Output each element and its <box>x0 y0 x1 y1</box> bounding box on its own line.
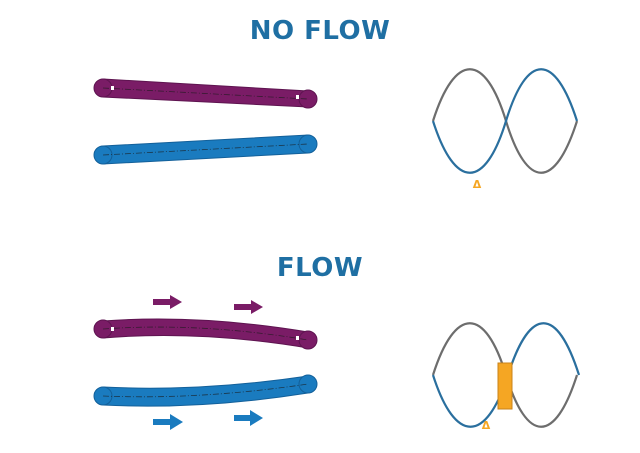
flow-bottom-tube-body <box>102 375 309 407</box>
flow-heading: FLOW <box>0 253 640 283</box>
flow-top-tube-right-pin <box>296 336 299 340</box>
flow-top-tube-left-pin <box>111 327 114 331</box>
no-flow-bottom-tube-right-end <box>298 134 318 154</box>
no-flow-bottom-tube <box>93 134 318 165</box>
no-flow-wave-plot: Δ <box>431 68 579 191</box>
no-flow-sensor-b-wave <box>431 68 579 174</box>
flow-top-tube-axis <box>102 326 309 341</box>
right-arrow-icon <box>234 410 263 426</box>
no-flow-bottom-tube-axis <box>102 143 309 156</box>
flow-top-tube-body <box>102 318 309 349</box>
no-flow-top-tube-left-pin <box>111 86 114 90</box>
no-flow-top-tube-axis <box>102 87 309 100</box>
flow-phase-delta-icon: Δ <box>482 419 491 432</box>
no-flow-heading-text: NO FLOW <box>249 16 391 46</box>
flow-bottom-tube-axis <box>102 383 309 398</box>
flow-wave-plot: Δ <box>431 322 581 432</box>
flow-tube-pair <box>93 318 318 407</box>
no-flow-top-tube-right-pin <box>296 95 299 99</box>
no-flow-heading: NO FLOW <box>0 16 640 46</box>
flow-top-arrows <box>153 295 263 314</box>
no-flow-phase-delta-icon: Δ <box>473 178 482 191</box>
flow-bottom-tube-right-end <box>298 374 318 394</box>
right-arrow-icon <box>234 300 263 314</box>
right-arrow-icon <box>153 295 182 309</box>
no-flow-top-tube <box>93 78 318 109</box>
no-flow-top-tube-body <box>102 78 309 108</box>
flow-top-tube <box>93 318 318 350</box>
flow-top-tube-right-end <box>298 330 318 350</box>
flow-bottom-arrows <box>153 410 263 430</box>
right-arrow-icon <box>153 414 183 430</box>
flow-bottom-tube <box>93 374 318 407</box>
no-flow-tube-pair <box>93 78 318 165</box>
flow-phase-shift-bar <box>497 362 513 410</box>
flow-heading-text: FLOW <box>276 253 364 283</box>
